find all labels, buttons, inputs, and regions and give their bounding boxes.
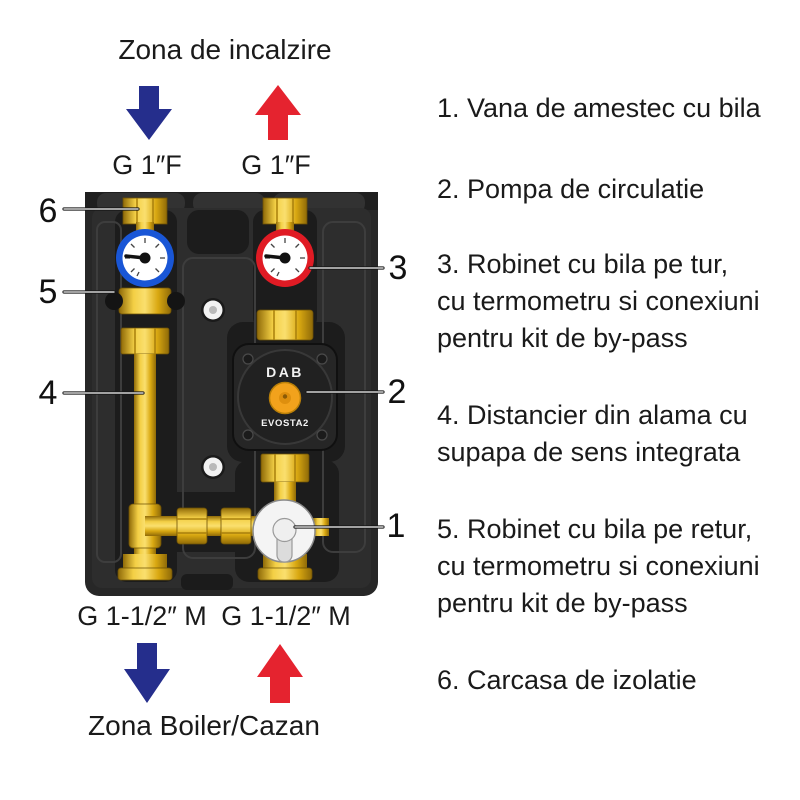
port-top-left-label: G 1″F xyxy=(112,150,182,180)
circulation-pump: DAB EVOSTA2 xyxy=(232,343,338,451)
valve-handle-head xyxy=(272,517,297,543)
pump-model-label: EVOSTA2 xyxy=(261,418,309,429)
thermometer-blue xyxy=(116,229,174,287)
thermometer-red xyxy=(256,229,314,287)
port-top-right-label: G 1″F xyxy=(241,150,311,180)
arrow-up-top-red xyxy=(255,85,301,140)
pump-speed-knob xyxy=(268,381,302,415)
arrow-down-top-blue xyxy=(126,86,172,140)
pump-brand-logo: DAB xyxy=(266,364,304,380)
legend-item-6: 6. Carcasa de izolatie xyxy=(437,665,697,695)
heating-zone-title: Zona de incalzire xyxy=(118,34,332,65)
pumping-group-illustration: DAB EVOSTA2 xyxy=(85,192,378,596)
port-bottom-right-label: G 1-1/2″ M xyxy=(221,601,351,631)
callout-number-5: 5 xyxy=(38,273,58,311)
legend-item-4: 4. Distancier din alama cu supapa de sen… xyxy=(437,400,748,467)
callout-number-1: 1 xyxy=(386,507,406,545)
panel-screw-top xyxy=(201,298,225,322)
mixing-valve xyxy=(252,499,316,563)
boiler-zone-title: Zona Boiler/Cazan xyxy=(88,710,320,741)
callout-number-2: 2 xyxy=(387,373,407,411)
port-bottom-left-label: G 1-1/2″ M xyxy=(77,601,207,631)
arrow-up-bottom-red xyxy=(257,644,303,703)
legend-item-3: 3. Robinet cu bila pe tur, cu termometru… xyxy=(437,249,760,353)
callout-number-3: 3 xyxy=(388,249,408,287)
arrow-down-bottom-blue xyxy=(124,643,170,703)
bypass-horizontal-pipe xyxy=(145,507,285,545)
legend-item-1: 1. Vana de amestec cu bila xyxy=(437,93,761,123)
legend-item-5: 5. Robinet cu bila pe retur, cu termomet… xyxy=(437,514,760,618)
bypass-plug-right xyxy=(167,292,185,310)
callout-number-6: 6 xyxy=(38,192,58,230)
callout-number-4: 4 xyxy=(38,374,58,412)
bypass-plug-left xyxy=(105,292,123,310)
legend-item-2: 2. Pompa de circulatie xyxy=(437,174,705,204)
panel-screw-bottom xyxy=(201,455,225,479)
